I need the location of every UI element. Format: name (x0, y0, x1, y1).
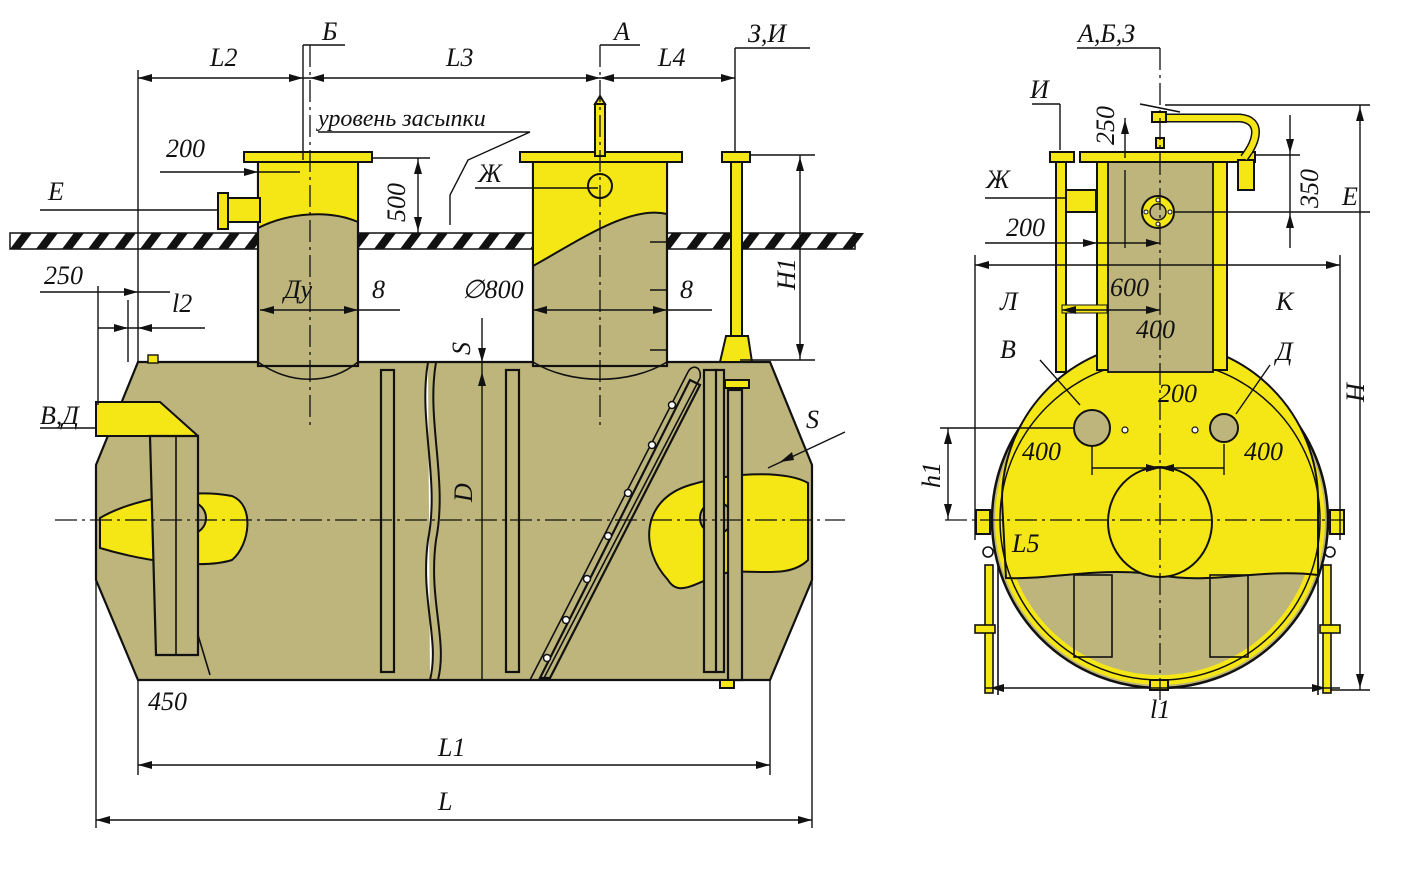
label-zh-side: Ж (985, 165, 1011, 194)
side-dimensions (940, 47, 1370, 692)
label-l2: L2 (209, 43, 237, 72)
label-350: 350 (1295, 169, 1324, 209)
label-8-left: 8 (372, 275, 385, 304)
label-h-side: H (1341, 382, 1370, 403)
pipe-e-flange (217, 192, 229, 230)
label-l1: L1 (437, 733, 465, 762)
left-neck-flange (243, 151, 373, 163)
label-h1-small: h1 (917, 462, 946, 488)
label-b: Б (321, 17, 337, 46)
hole-v (1073, 409, 1111, 447)
label-a: А (612, 17, 630, 46)
label-250-side: 250 (1091, 106, 1120, 145)
label-zh: Ж (477, 159, 503, 188)
label-k-side: К (1275, 287, 1295, 316)
label-l2-small: l2 (172, 289, 192, 318)
pipe-e (227, 197, 261, 223)
label-200-mid: 200 (1158, 379, 1197, 408)
front-dimensions (40, 44, 846, 828)
label-zi: З,И (748, 19, 787, 48)
label-400-left: 400 (1022, 437, 1061, 466)
label-l: L (437, 787, 452, 816)
label-l4: L4 (657, 43, 685, 72)
label-400-top: 400 (1136, 315, 1175, 344)
label-backfill: уровень засыпки (316, 106, 486, 132)
label-500: 500 (382, 183, 411, 222)
label-s-side: S (806, 405, 819, 434)
hole-d (1209, 413, 1239, 443)
label-l-side: Л (999, 287, 1019, 316)
label-du: Ду (281, 275, 313, 304)
label-i-side: И (1029, 75, 1050, 104)
left-neck-top (257, 159, 359, 230)
label-400-right: 400 (1244, 437, 1283, 466)
label-d-side: Д (1273, 337, 1294, 366)
label-200-top: 200 (166, 134, 205, 163)
label-abz: А,Б,З (1076, 19, 1135, 48)
label-h1: H1 (772, 258, 801, 291)
label-dia-800: ∅800 (462, 275, 524, 304)
label-vd: В,Д (40, 401, 80, 430)
label-e: E (47, 177, 64, 206)
label-e-side: E (1341, 182, 1358, 211)
label-200-side: 200 (1006, 213, 1045, 242)
label-l1-small: l1 (1150, 695, 1170, 724)
label-l5: L5 (1011, 529, 1039, 558)
label-s-top: S (447, 342, 476, 355)
front-view: L2 Б L3 А L4 З,И уровень засыпки 200 500… (40, 17, 846, 828)
label-8-right: 8 (680, 275, 693, 304)
side-view: А,Б,З И 250 Ж 350 E 200 600 Л К 400 В Д … (917, 19, 1370, 724)
label-v-side: В (1000, 335, 1016, 364)
label-250: 250 (44, 261, 83, 290)
label-600: 600 (1110, 273, 1149, 302)
label-450: 450 (148, 687, 187, 716)
label-l3: L3 (445, 43, 473, 72)
pipe-zi (730, 161, 743, 348)
label-d: D (449, 483, 478, 503)
